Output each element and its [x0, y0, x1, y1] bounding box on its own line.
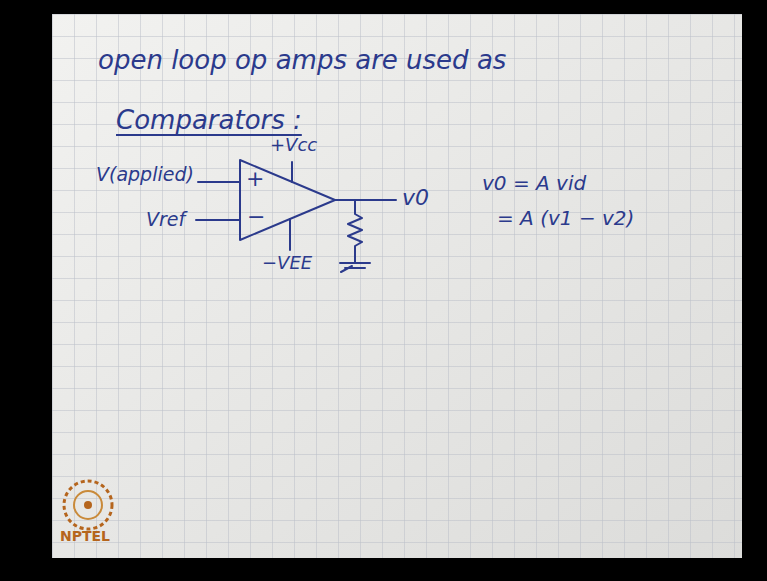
supply-name: −VEE [262, 253, 312, 273]
nptel-logo [64, 481, 112, 529]
supply-name: +Vcc [270, 135, 317, 155]
output-wire [335, 199, 396, 201]
heading-note: Comparators : [116, 106, 302, 135]
equation-text: = A (v1 − v2) [497, 207, 634, 229]
signal-name: v0 [402, 186, 429, 210]
pin-sign: + [246, 167, 264, 191]
input-wire [198, 181, 240, 183]
ground-symbol [340, 263, 370, 272]
resistor-symbol [348, 200, 362, 262]
input-wire [196, 219, 240, 221]
op-amp-symbol [240, 160, 335, 240]
pin-sign: − [247, 205, 265, 229]
signal-name: V(applied) [96, 164, 194, 185]
equation-text: v0 = A vid [482, 172, 586, 194]
supply-wire [291, 162, 293, 182]
grid-lines [52, 14, 742, 558]
logo-text: NPTEL [60, 529, 110, 544]
signal-name: Vref [146, 209, 185, 230]
paper-sheet [52, 14, 742, 558]
heading-note: open loop op amps are used as [98, 46, 506, 75]
supply-wire [289, 219, 291, 250]
